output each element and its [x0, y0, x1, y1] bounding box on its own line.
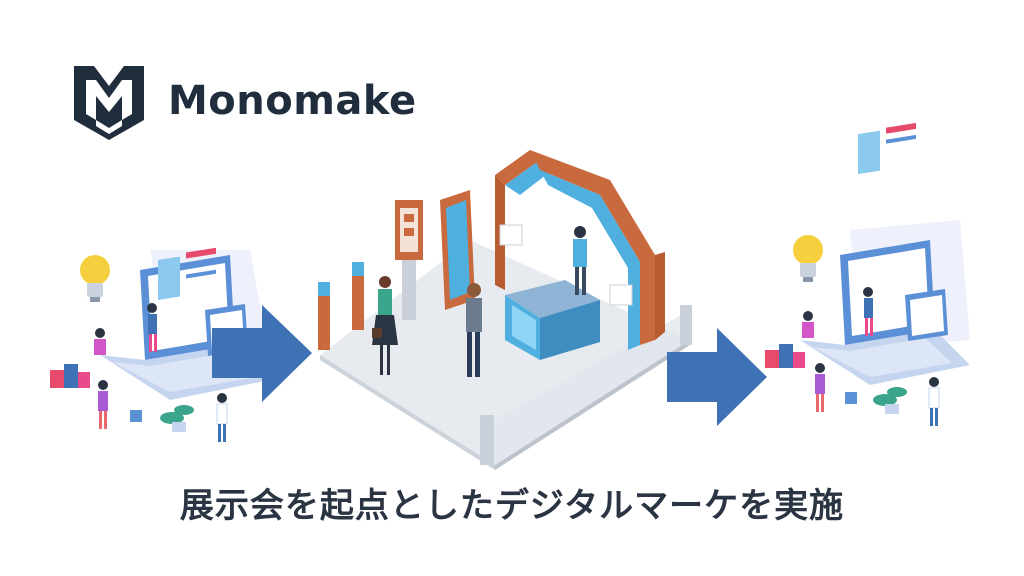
right-digital-marketing-group	[765, 122, 970, 426]
left-digital-marketing-group	[50, 247, 270, 442]
right-arrow-icon	[667, 328, 767, 426]
right-person-3	[815, 363, 825, 412]
right-person-1	[863, 287, 873, 336]
left-person-3	[98, 380, 108, 429]
left-person-4	[216, 393, 228, 442]
left-person-2	[94, 328, 106, 355]
right-person-2	[802, 311, 814, 338]
booth-arch	[495, 150, 665, 350]
tagline: 展示会を起点としたデジタルマーケを実施	[179, 486, 845, 526]
exhibition-booth-group	[318, 150, 692, 470]
left-person-1	[147, 303, 157, 352]
visitor-woman	[372, 276, 398, 375]
left-arrow-icon	[212, 305, 312, 402]
monomake-logo-icon	[74, 66, 144, 140]
brand-name: Monomake	[168, 78, 417, 124]
right-blocks-icon	[765, 344, 805, 368]
right-plant-icon	[873, 387, 907, 414]
left-lightbulb-icon	[80, 255, 110, 302]
booth-display-stand	[395, 200, 423, 320]
left-blocks-icon	[50, 364, 90, 388]
right-lightbulb-icon	[793, 235, 823, 282]
visitor-man	[466, 283, 482, 377]
left-plant-icon	[160, 405, 194, 432]
right-person-4	[928, 377, 940, 426]
booth-staff-person	[573, 226, 587, 295]
